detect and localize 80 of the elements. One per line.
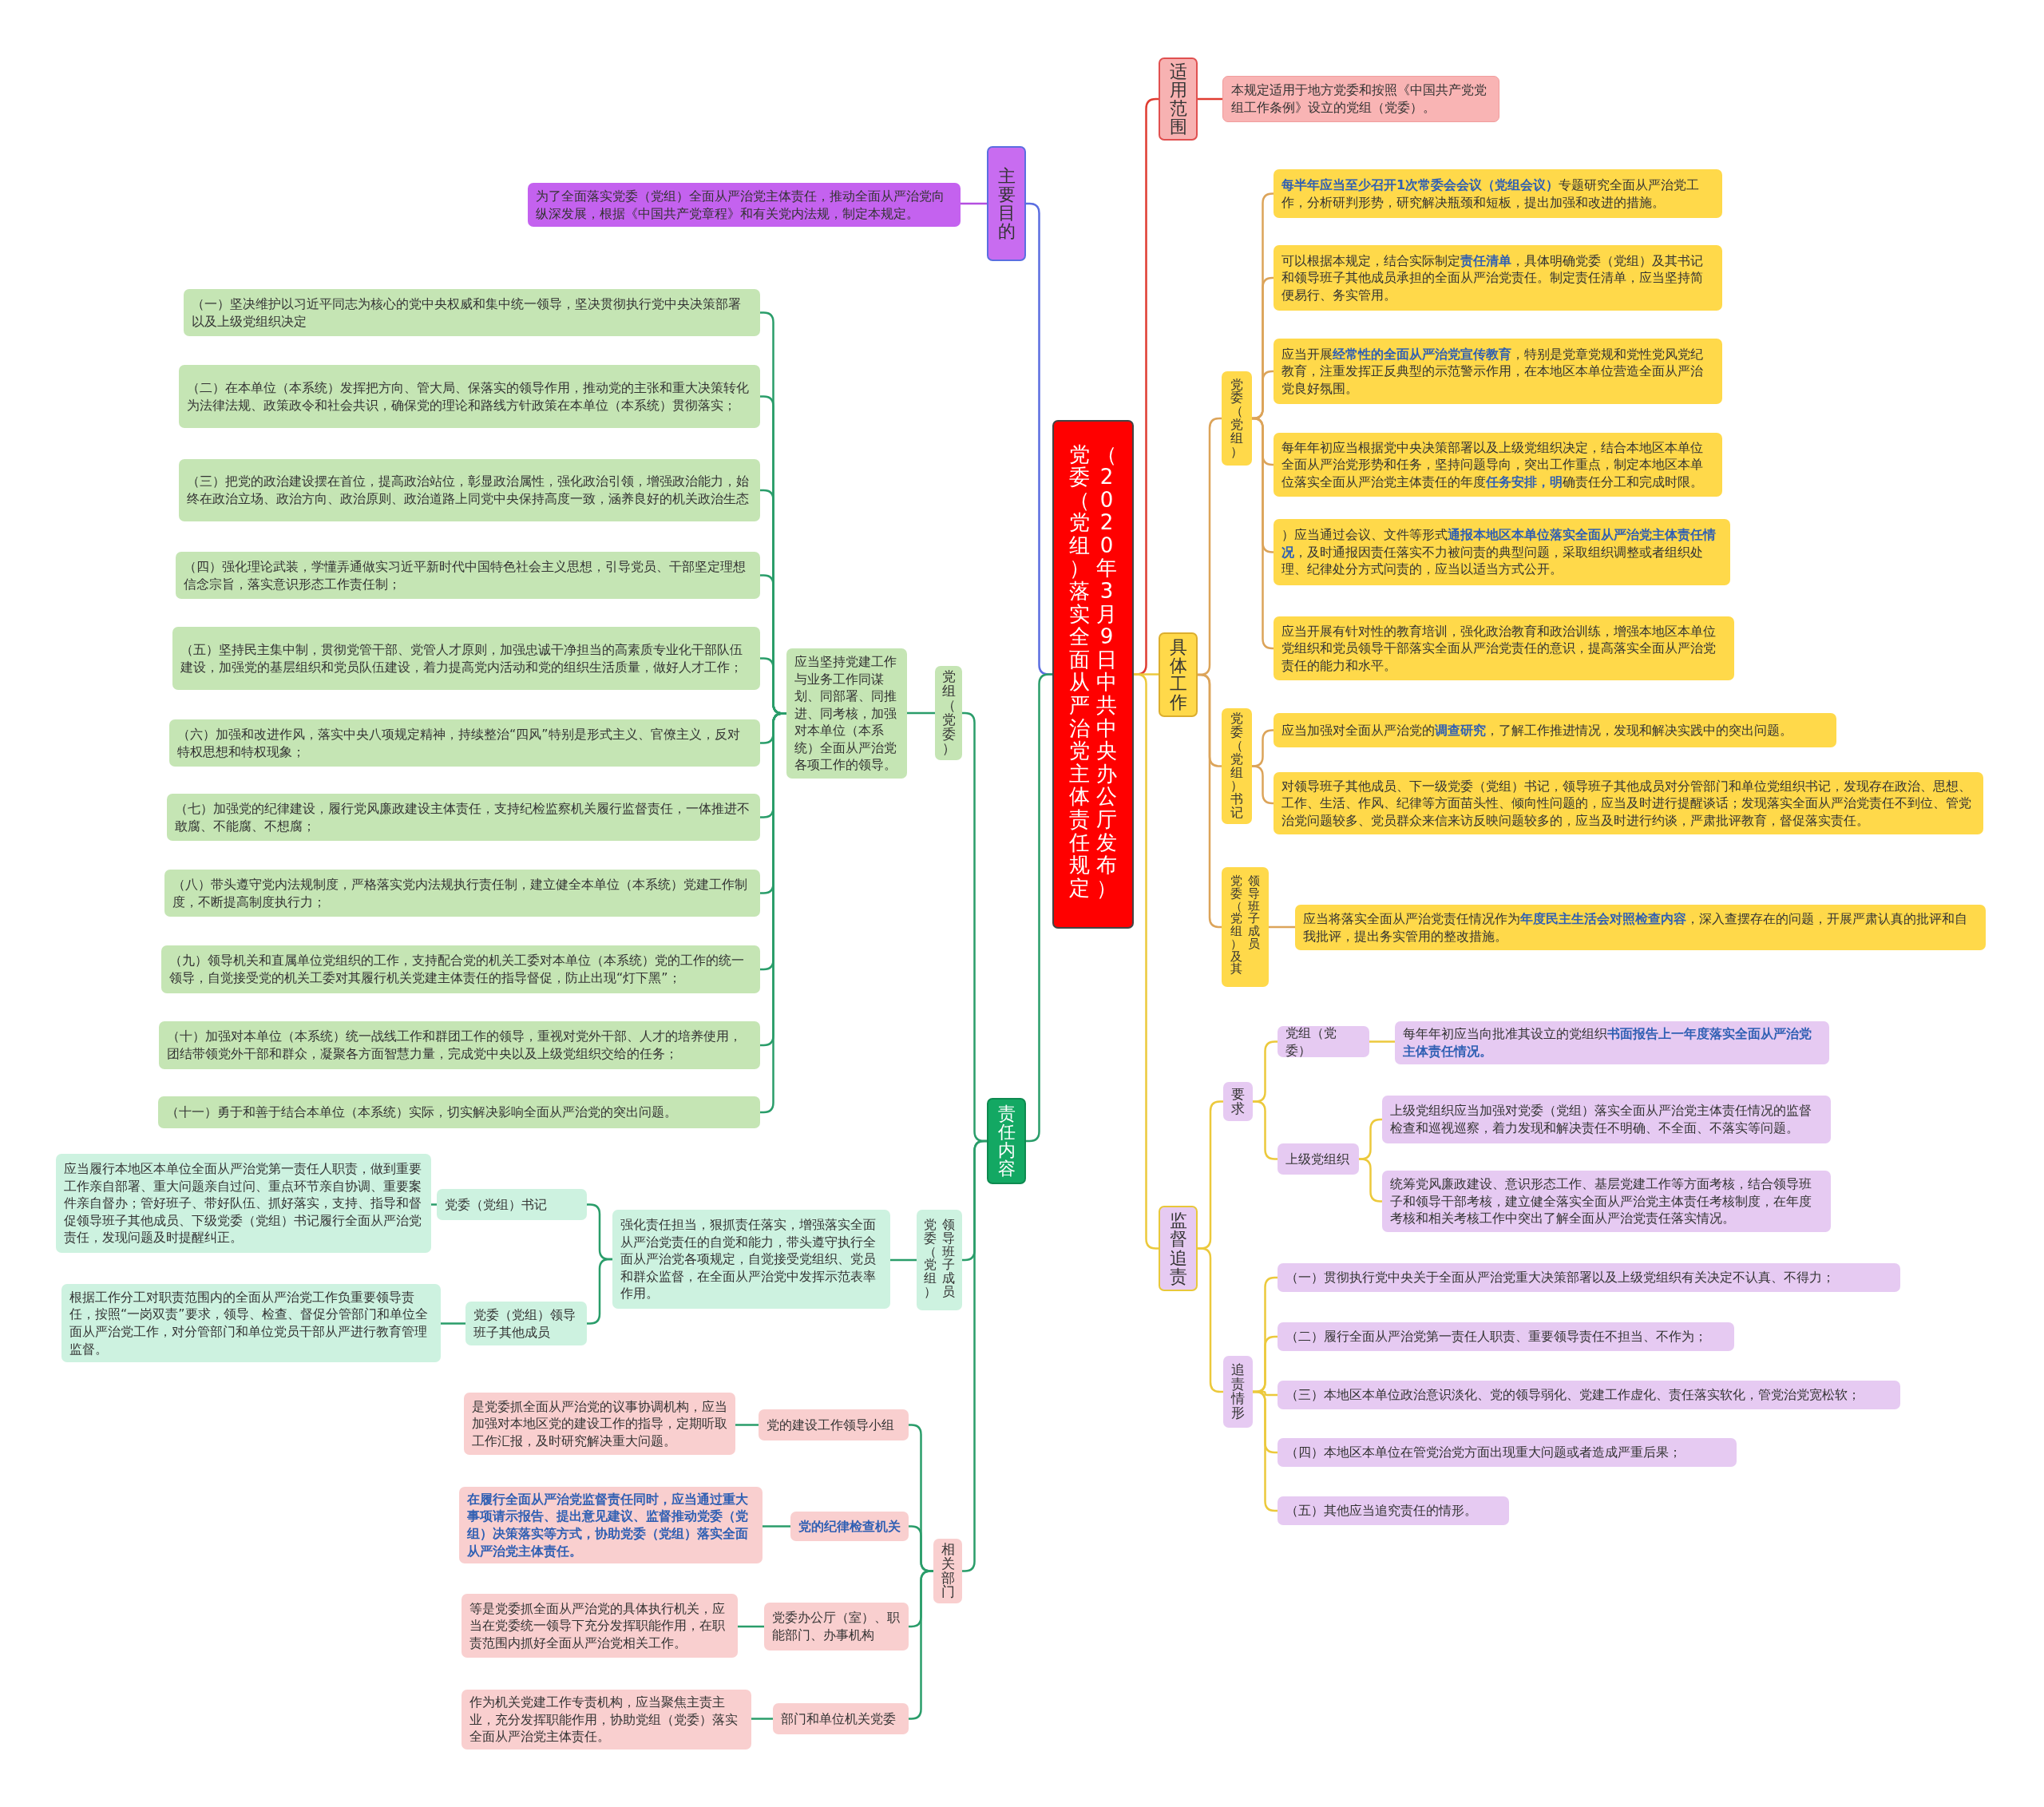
text-box: 应当坚持党建工作与业务工作同谋划、同部署、同推进、同考核，加强对本单位（本系统）全面从严治党各项工作的领导。 (786, 648, 907, 779)
branch-topic-box: 具体工作 (1159, 632, 1198, 717)
text-box: （二）履行全面从严治党第一责任人职责、重要领导责任不担当、不作为； (1278, 1322, 1734, 1351)
subtopic-box: 党委（党组）领导班子其他成员 (465, 1302, 587, 1345)
text-box: 应当加强对全面从严治党的调查研究，了解工作推进情况，发现和解决实践中的突出问题。 (1274, 713, 1836, 747)
subtopic-box: 相关部门 (933, 1539, 962, 1603)
subtopic-box: 党的纪律检查机关 (790, 1512, 909, 1541)
subtopic-box: 党委（党组）领导班子成员 (917, 1210, 962, 1310)
text-box: （十）加强对本单位（本系统）统一战线工作和群团工作的领导，重视对党外干部、人才的培养使用，团结带领党外干部和群众，凝聚各方面智慧力量，完成党中央以及上级党组织交给的任务； (159, 1021, 760, 1069)
text-box: 每年年初应当向批准其设立的党组织书面报告上一年度落实全面从严治党主体责任情况。 (1395, 1021, 1829, 1064)
subtopic-box: 党委（党组） (1222, 371, 1252, 466)
text-box: （一）贯彻执行党中央关于全面从严治党重大决策部署以及上级党组织有关决定不认真、不得力； (1278, 1263, 1900, 1292)
connector-line (1198, 97, 1222, 101)
text-box: 应当开展有针对性的教育培训，强化政治教育和政治训练，增强本地区本单位党组织和党员领导干部落实全面从严治党责任的意识，提高落实全面从严治党责任的能力和水平。 (1274, 616, 1734, 680)
text-box: 强化责任担当，狠抓责任落实，增强落实全面从严治党责任的自觉和能力，带头遵守执行全面从严治党各项规定，自觉接受党组织、党员和群众监督，在全面从严治党中发挥示范表率作用。 (612, 1210, 890, 1309)
subtopic-box: 上级党组织 (1278, 1143, 1359, 1175)
text-box: 统筹党风廉政建设、意识形态工作、基层党建工作等方面考核，结合领导班子和领导干部考核，建立健全落实全面从严治党主体责任考核制度，在年度考核和相关考核工作中突出了解全面从严治党责任落实情况。 (1382, 1171, 1831, 1232)
text-box: （四）本地区本单位在管党治党方面出现重大问题或者造成严重后果； (1278, 1438, 1737, 1467)
text-box: （四）强化理论武装，学懂弄通做实习近平新时代中国特色社会主义思想，引导党员、干部坚定理想信念宗旨，落实意识形态工作责任制； (176, 552, 760, 599)
subtopic-box: 党组（党委） (1278, 1026, 1369, 1057)
text-box: （九）领导机关和直属单位党组织的工作，支持配合党的机关工委对本单位（本系统）党的工作的统一领导，自觉接受党的机关工委对其履行机关党建主体责任的指导督促，防止出现“灯下黑”； (161, 945, 760, 993)
text-box: 应当开展经常性的全面从严治党宣传教育，特别是党章党规和党性党风党纪教育，注重发挥正反典型的示范警示作用，在本地区本单位营造全面从严治党良好氛围。 (1274, 339, 1722, 404)
text-box: 每半年应当至少召开1次常委会会议（党组会议）专题研究全面从严治党工作，分析研判形势，研究解决瓶颈和短板，提出加强和改进的措施。 (1274, 169, 1722, 218)
connector-line (738, 1625, 764, 1628)
central-topic-box: 党委（党组）落实全面从严治党主体责任规定（2020年3月9日中共中央办公厅发布） (1052, 420, 1134, 929)
subtopic-box: 追责情形 (1223, 1356, 1253, 1428)
connector-line (961, 1139, 988, 1572)
connector-line (1369, 1040, 1395, 1043)
text-box: （八）带头遵守党内法规制度，严格落实党内法规执行责任制，建立健全本单位（本系统）党建工作制度，不断提高制度执行力； (164, 870, 760, 917)
subtopic-box: 党委（党组）书记 (1222, 708, 1252, 824)
text-box: 为了全面落实党委（党组）全面从严治党主体责任，推动全面从严治党向纵深发展，根据《中国共产党章程》和有关党内法规，制定本规定。 (528, 183, 961, 227)
text-box: ）应当通过会议、文件等形式通报本地区本单位落实全面从严治党主体责任情况，及时通报因责任落实不力被问责的典型问题，采取组织调整或者组织处理、纪律处分方式问责的，应当以适当方式公开。 (1274, 519, 1730, 585)
connector-line (1359, 1158, 1382, 1203)
connector-line (735, 1424, 759, 1426)
connector-line (1133, 673, 1159, 1250)
text-box: 对领导班子其他成员、下一级党委（党组）书记，领导班子其他成员对分管部门和单位党组织书记，发现存在政治、思想、工作、生活、作风、纪律等方面苗头性、倾向性问题的，应当及时进行提醒谈话；发现落实全面从严治党责任不到位、管党治党问题较多、党员群众来信来访反映问题较多的，应当及时进行约谈，严肃批评教育，督促落实责任。 (1274, 772, 1983, 834)
text-box: 等是党委抓全面从严治党的具体执行机关，应当在党委统一领导下充分发挥职能作用，在职责范围内抓好全面从严治党相关工作。 (461, 1594, 738, 1658)
branch-topic-box: 监督追责 (1159, 1206, 1198, 1291)
text-box: （一）坚决维护以习近平同志为核心的党中央权威和集中统一领导，坚决贯彻执行党中央决策部署以及上级党组织决定 (184, 289, 760, 336)
text-box: 本规定适用于地方党委和按照《中国共产党党组工作条例》设立的党组（党委）。 (1222, 76, 1499, 122)
branch-topic-box: 责任内容 (987, 1098, 1026, 1184)
subtopic-box: 部门和单位机关党委 (773, 1703, 909, 1734)
connector-line (1269, 925, 1295, 929)
subtopic-box: 党委（党组）书记 (437, 1189, 587, 1220)
subtopic-box: 要求 (1223, 1082, 1253, 1121)
text-box: （二）在本单位（本系统）发挥把方向、管大局、保落实的领导作用，推动党的主张和重大决策转化为法律法规、政策政令和社会共识，确保党的理论和路线方针政策在本单位（本系统）贯彻落实； (179, 365, 760, 428)
connector-line (1251, 417, 1274, 650)
branch-topic-box: 适用范围 (1159, 57, 1198, 141)
connector-line (907, 711, 935, 715)
text-box: 在履行全面从严治党监督责任同时，应当通过重大事项请示报告、提出意见建议、监督推动党委（党组）决策落实等方式，协助党委（党组）落实全面从严治党主体责任。 (459, 1487, 763, 1563)
text-box: （三）本地区本单位政治意识淡化、党的领导弱化、党建工作虚化、责任落实软化，管党治党宽松软； (1278, 1381, 1900, 1409)
connector-line (441, 1322, 465, 1325)
text-box: （五）坚持民主集中制，贯彻党管干部、党管人才原则，加强忠诚干净担当的高素质专业化干部队伍建设，加强党的基层组织和党员队伍建设，着力提高党内活动和党的组织生活质量，做好人才工作； (172, 627, 760, 690)
branch-topic-box: 主要目的 (987, 146, 1026, 261)
connector-line (890, 1258, 917, 1262)
text-box: 应当履行本地区本单位全面从严治党第一责任人职责，做到重要工作亲自部署、重大问题亲自过问、重点环节亲自协调、重要案件亲自督办；管好班子、带好队伍、抓好落实，支持、指导和督促领导班子其他成员、下级党委（党组）书记履行全面从严治党责任，发现问题及时提醒纠正。 (56, 1154, 431, 1253)
text-box: 作为机关党建工作专责机构，应当聚焦主责主业，充分发挥职能作用，协助党组（党委）落实全面从严治党主体责任。 (461, 1690, 751, 1750)
text-box: （七）加强党的纪律建设，履行党风廉政建设主体责任，支持纪检监察机关履行监督责任，一体推进不敢腐、不能腐、不想腐； (167, 794, 760, 841)
connector-line (431, 1203, 437, 1206)
text-box: （六）加强和改进作风，落实中央八项规定精神，持续整治“四风”特别是形式主义、官僚主义，反对特权思想和特权现象； (169, 719, 760, 767)
text-box: （十一）勇于和善于结合本单位（本系统）实际，切实解决影响全面从严治党的突出问题。 (158, 1096, 760, 1128)
subtopic-box: 党组（党委） (935, 666, 962, 760)
connector-line (1198, 1247, 1223, 1393)
text-box: 应当将落实全面从严治党责任情况作为年度民主生活会对照检查内容，深入查摆存在的问题，开展严肃认真的批评和自我批评，提出务实管用的整改措施。 (1295, 905, 1986, 950)
text-box: 每年年初应当根据党中央决策部署以及上级党组织决定，结合本地区本单位全面从严治党形势和任务，坚持问题导向，突出工作重点，制定本地区本单位落实全面从严治党主体责任的年度任务安排，明确责任分工和完成时限。 (1274, 433, 1722, 497)
subtopic-box: 党的建设工作领导小组 (759, 1409, 909, 1440)
connector-line (763, 1525, 790, 1528)
subtopic-box: 党委办公厅（室）、职能部门、办事机构 (764, 1603, 909, 1650)
text-box: 上级党组织应当加强对党委（党组）落实全面从严治党主体责任情况的监督检查和巡视巡察，着力发现和解决责任不明确、不全面、不落实等问题。 (1382, 1096, 1831, 1143)
subtopic-box: 党委（党组）及其领导班子成员 (1222, 867, 1269, 987)
text-box: 根据工作分工对职责范围内的全面从严治党工作负重要领导责任，按照“一岗双责”要求，领导、检查、督促分管部门和单位全面从严治党工作，对分管部门和单位党员干部从严进行教育管理监督。 (61, 1284, 441, 1362)
connector-line (1026, 673, 1052, 1143)
text-box: 是党委抓全面从严治党的议事协调机构，应当加强对本地区党的建设工作的指导，定期听取工作汇报，及时研究解决重大问题。 (464, 1393, 735, 1455)
text-box: （三）把党的政治建设摆在首位，提高政治站位，彰显政治属性，强化政治引领，增强政治能力，始终在政治立场、政治方向、政治原则、政治道路上同党中央保持高度一致，涵养良好的机关政治生态 (179, 459, 760, 521)
connector-line (1251, 765, 1274, 805)
connector-line (751, 1718, 773, 1720)
connector-line (961, 202, 987, 205)
text-box: 可以根据本规定，结合实际制定责任清单，具体明确党委（党组）及其书记和领导班子其他成员承担的全面从严治党责任。制定责任清单，应当坚持简便易行、务实管用。 (1274, 245, 1722, 311)
connector-line (1198, 673, 1222, 929)
text-box: （五）其他应当追究责任的情形。 (1278, 1496, 1509, 1525)
